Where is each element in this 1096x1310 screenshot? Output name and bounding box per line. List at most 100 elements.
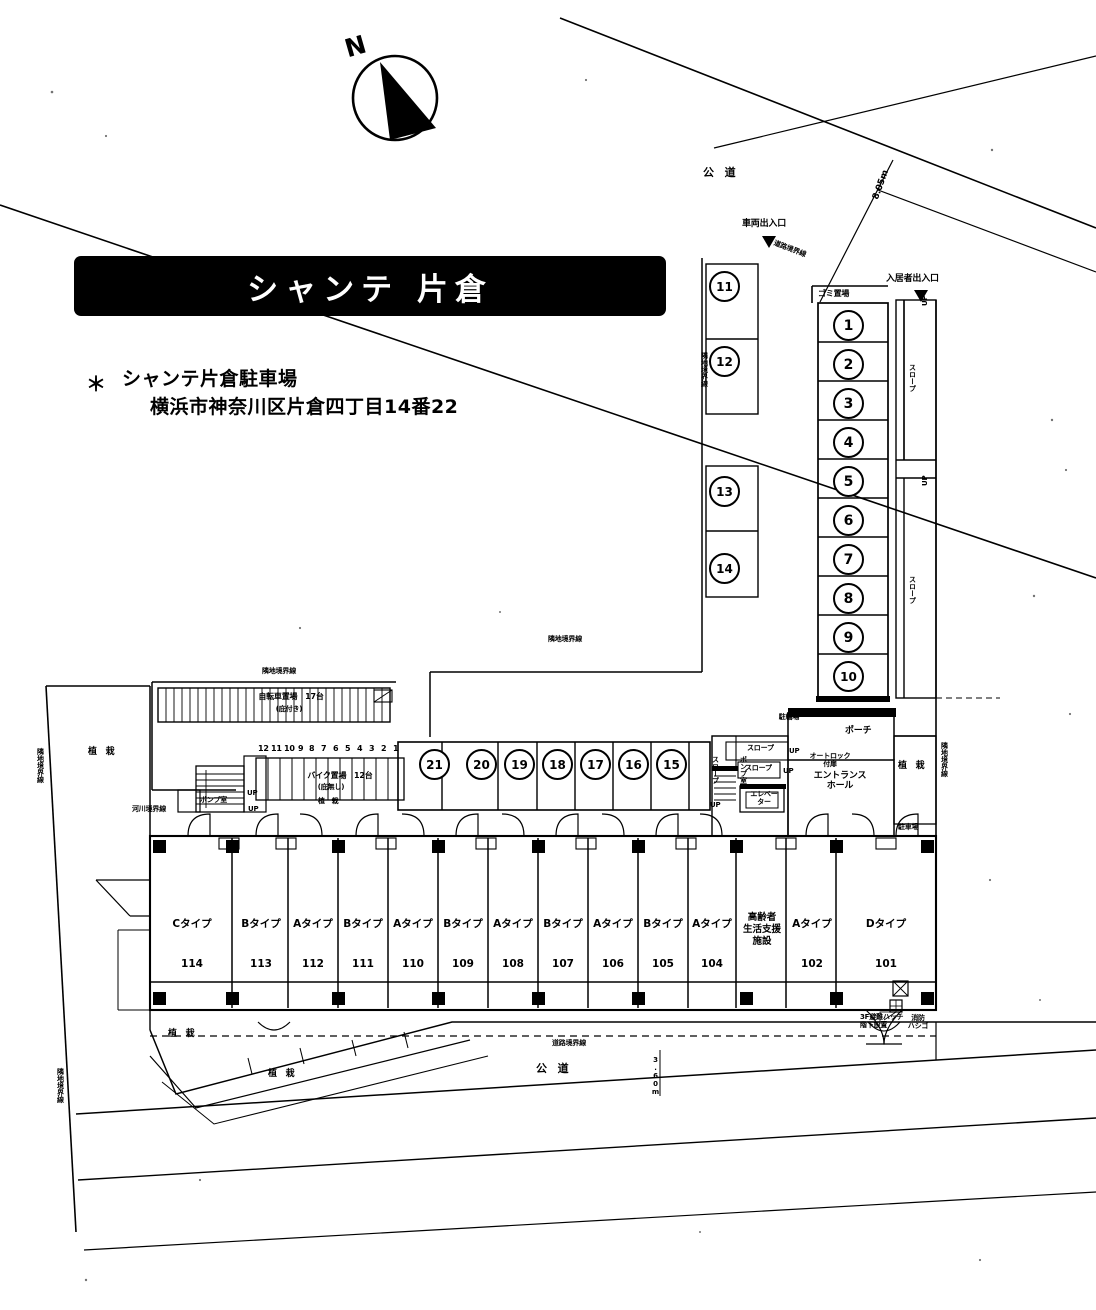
- unit-108[interactable]: Aタイプ 108: [487, 892, 539, 997]
- south-road-width-dimension: 3.60m: [651, 1056, 660, 1096]
- bike-stall-9[interactable]: 9: [298, 744, 304, 753]
- parking-stall-5[interactable]: 5: [833, 466, 864, 497]
- unit-101-number: 101: [875, 957, 897, 970]
- parking-stall-10[interactable]: 10: [833, 661, 864, 692]
- entrance-hall-label: エントランス ホール: [813, 771, 867, 791]
- road-boundary-label-south: 道路境界線: [552, 1039, 586, 1047]
- unit-senior-support-facility[interactable]: 高齢者 生活支援 施設: [738, 888, 786, 995]
- meter-boxes: [218, 837, 897, 850]
- evac-hatch-note: 3F避難ハッチ 階下設置: [860, 1013, 904, 1030]
- bike-stall-3[interactable]: 3: [369, 744, 375, 753]
- parking-stall-11[interactable]: 11: [709, 271, 740, 302]
- slope-label-west: スロープ: [711, 756, 720, 784]
- up-marker-2: UP: [921, 475, 929, 486]
- page-title: シャンテ 片倉: [247, 271, 493, 308]
- parking-stall-12[interactable]: 12: [709, 346, 740, 377]
- bicycle-parking-sublabel: (庇付き): [275, 705, 303, 713]
- planting-label-mid: 植 栽: [318, 797, 339, 805]
- parking-stall-14[interactable]: 14: [709, 553, 740, 584]
- unit-105-number: 105: [652, 957, 674, 970]
- structural-columns: [153, 696, 934, 1005]
- bike-stall-6[interactable]: 6: [333, 744, 339, 753]
- unit-107[interactable]: Bタイプ 107: [537, 892, 589, 997]
- slope-label-entrance1: スロープ: [747, 744, 774, 752]
- fire-ladder-note: 消防 ハシゴ: [907, 1014, 929, 1031]
- unit-111[interactable]: Bタイプ 111: [337, 892, 389, 997]
- unit-107-type: Bタイプ: [543, 918, 583, 931]
- bike-stall-1[interactable]: 1: [393, 744, 399, 753]
- site-boundary-label-west: 隣地境界線: [700, 352, 709, 387]
- parking-stall-18[interactable]: 18: [542, 749, 573, 780]
- unit-113-number: 113: [250, 957, 272, 970]
- bicycle-shelter-label: 駐輪場: [778, 713, 800, 721]
- unit-104[interactable]: Aタイプ 104: [687, 892, 737, 997]
- parking-stall-13[interactable]: 13: [709, 476, 740, 507]
- bike-stall-5[interactable]: 5: [345, 744, 351, 753]
- unit-102[interactable]: Aタイプ 102: [787, 892, 837, 997]
- parking-stall-9[interactable]: 9: [833, 622, 864, 653]
- elevator-label: エレベー ター: [750, 790, 778, 806]
- unit-106[interactable]: Aタイプ 106: [587, 892, 639, 997]
- public-road-north-label: 公 道: [703, 166, 736, 179]
- unit-101[interactable]: Dタイプ 101: [840, 892, 932, 997]
- unit-107-number: 107: [552, 957, 574, 970]
- parking-stall-3[interactable]: 3: [833, 388, 864, 419]
- unit-114[interactable]: Cタイプ 114: [154, 892, 230, 997]
- planting-label-left: 植 栽: [88, 747, 115, 757]
- auto-lock-label: オートロック 付扉: [809, 752, 851, 768]
- parking-stall-21[interactable]: 21: [419, 749, 450, 780]
- unit-104-type: Aタイプ: [692, 918, 732, 931]
- bike-stall-4[interactable]: 4: [357, 744, 363, 753]
- planting-label-south: 植 栽: [168, 1029, 195, 1039]
- parking-stall-15[interactable]: 15: [656, 749, 687, 780]
- unit-105[interactable]: Bタイプ 105: [637, 892, 689, 997]
- unit-110-number: 110: [402, 957, 424, 970]
- unit-109[interactable]: Bタイプ 109: [437, 892, 489, 997]
- parking-stall-17[interactable]: 17: [580, 749, 611, 780]
- entrance-arrow-markers: [762, 236, 928, 302]
- up-marker-4: UP: [783, 767, 794, 775]
- note-marker: ＊: [86, 372, 106, 396]
- up-marker-6: UP: [247, 789, 258, 797]
- up-marker-1: UP: [921, 295, 929, 306]
- bike-stall-12[interactable]: 12: [258, 744, 269, 753]
- parking-stall-1[interactable]: 1: [833, 310, 864, 341]
- parking-stall-20[interactable]: 20: [466, 749, 497, 780]
- parking-stall-6[interactable]: 6: [833, 505, 864, 536]
- unit-102-number: 102: [801, 957, 823, 970]
- resident-entrance-label: 入居者出入口: [886, 274, 939, 284]
- unit-105-type: Bタイプ: [643, 918, 683, 931]
- unit-112[interactable]: Aタイプ 112: [287, 892, 339, 997]
- unit-110[interactable]: Aタイプ 110: [387, 892, 439, 997]
- bike-stall-8[interactable]: 8: [309, 744, 315, 753]
- site-boundary-label-lowerleft: 隣地境界線: [56, 1068, 65, 1103]
- river-boundary-label: 河川境界線: [132, 805, 166, 813]
- bike-stall-10[interactable]: 10: [284, 744, 295, 753]
- unit-109-number: 109: [452, 957, 474, 970]
- public-road-south-label: 公 道: [536, 1062, 569, 1075]
- parking-stall-4[interactable]: 4: [833, 427, 864, 458]
- unit-112-type: Aタイプ: [293, 918, 333, 931]
- unit-108-type: Aタイプ: [493, 918, 533, 931]
- garbage-area-label: ゴミ置場: [818, 289, 850, 298]
- bike-stall-11[interactable]: 11: [271, 744, 282, 753]
- unit-111-type: Bタイプ: [343, 918, 383, 931]
- up-marker-3: UP: [789, 747, 800, 755]
- bicycle-parking-label: 自転車置場 17台: [258, 692, 324, 701]
- bike-yard-label-east: 駐車場: [898, 823, 919, 831]
- parking-stall-16[interactable]: 16: [618, 749, 649, 780]
- evac-symbols: [879, 980, 909, 1022]
- door-swings: [187, 813, 919, 1045]
- bike-stall-7[interactable]: 7: [321, 744, 327, 753]
- parking-stall-2[interactable]: 2: [833, 349, 864, 380]
- parking-stall-19[interactable]: 19: [504, 749, 535, 780]
- parking-stall-8[interactable]: 8: [833, 583, 864, 614]
- unit-109-type: Bタイプ: [443, 918, 483, 931]
- unit-113[interactable]: Bタイプ 113: [234, 892, 288, 997]
- parking-stall-7[interactable]: 7: [833, 544, 864, 575]
- bike-stall-2[interactable]: 2: [381, 744, 387, 753]
- unit-114-type: Cタイプ: [172, 918, 212, 931]
- pump-room-label: ポンプ室: [739, 756, 748, 784]
- north-arrow-icon: [351, 54, 439, 142]
